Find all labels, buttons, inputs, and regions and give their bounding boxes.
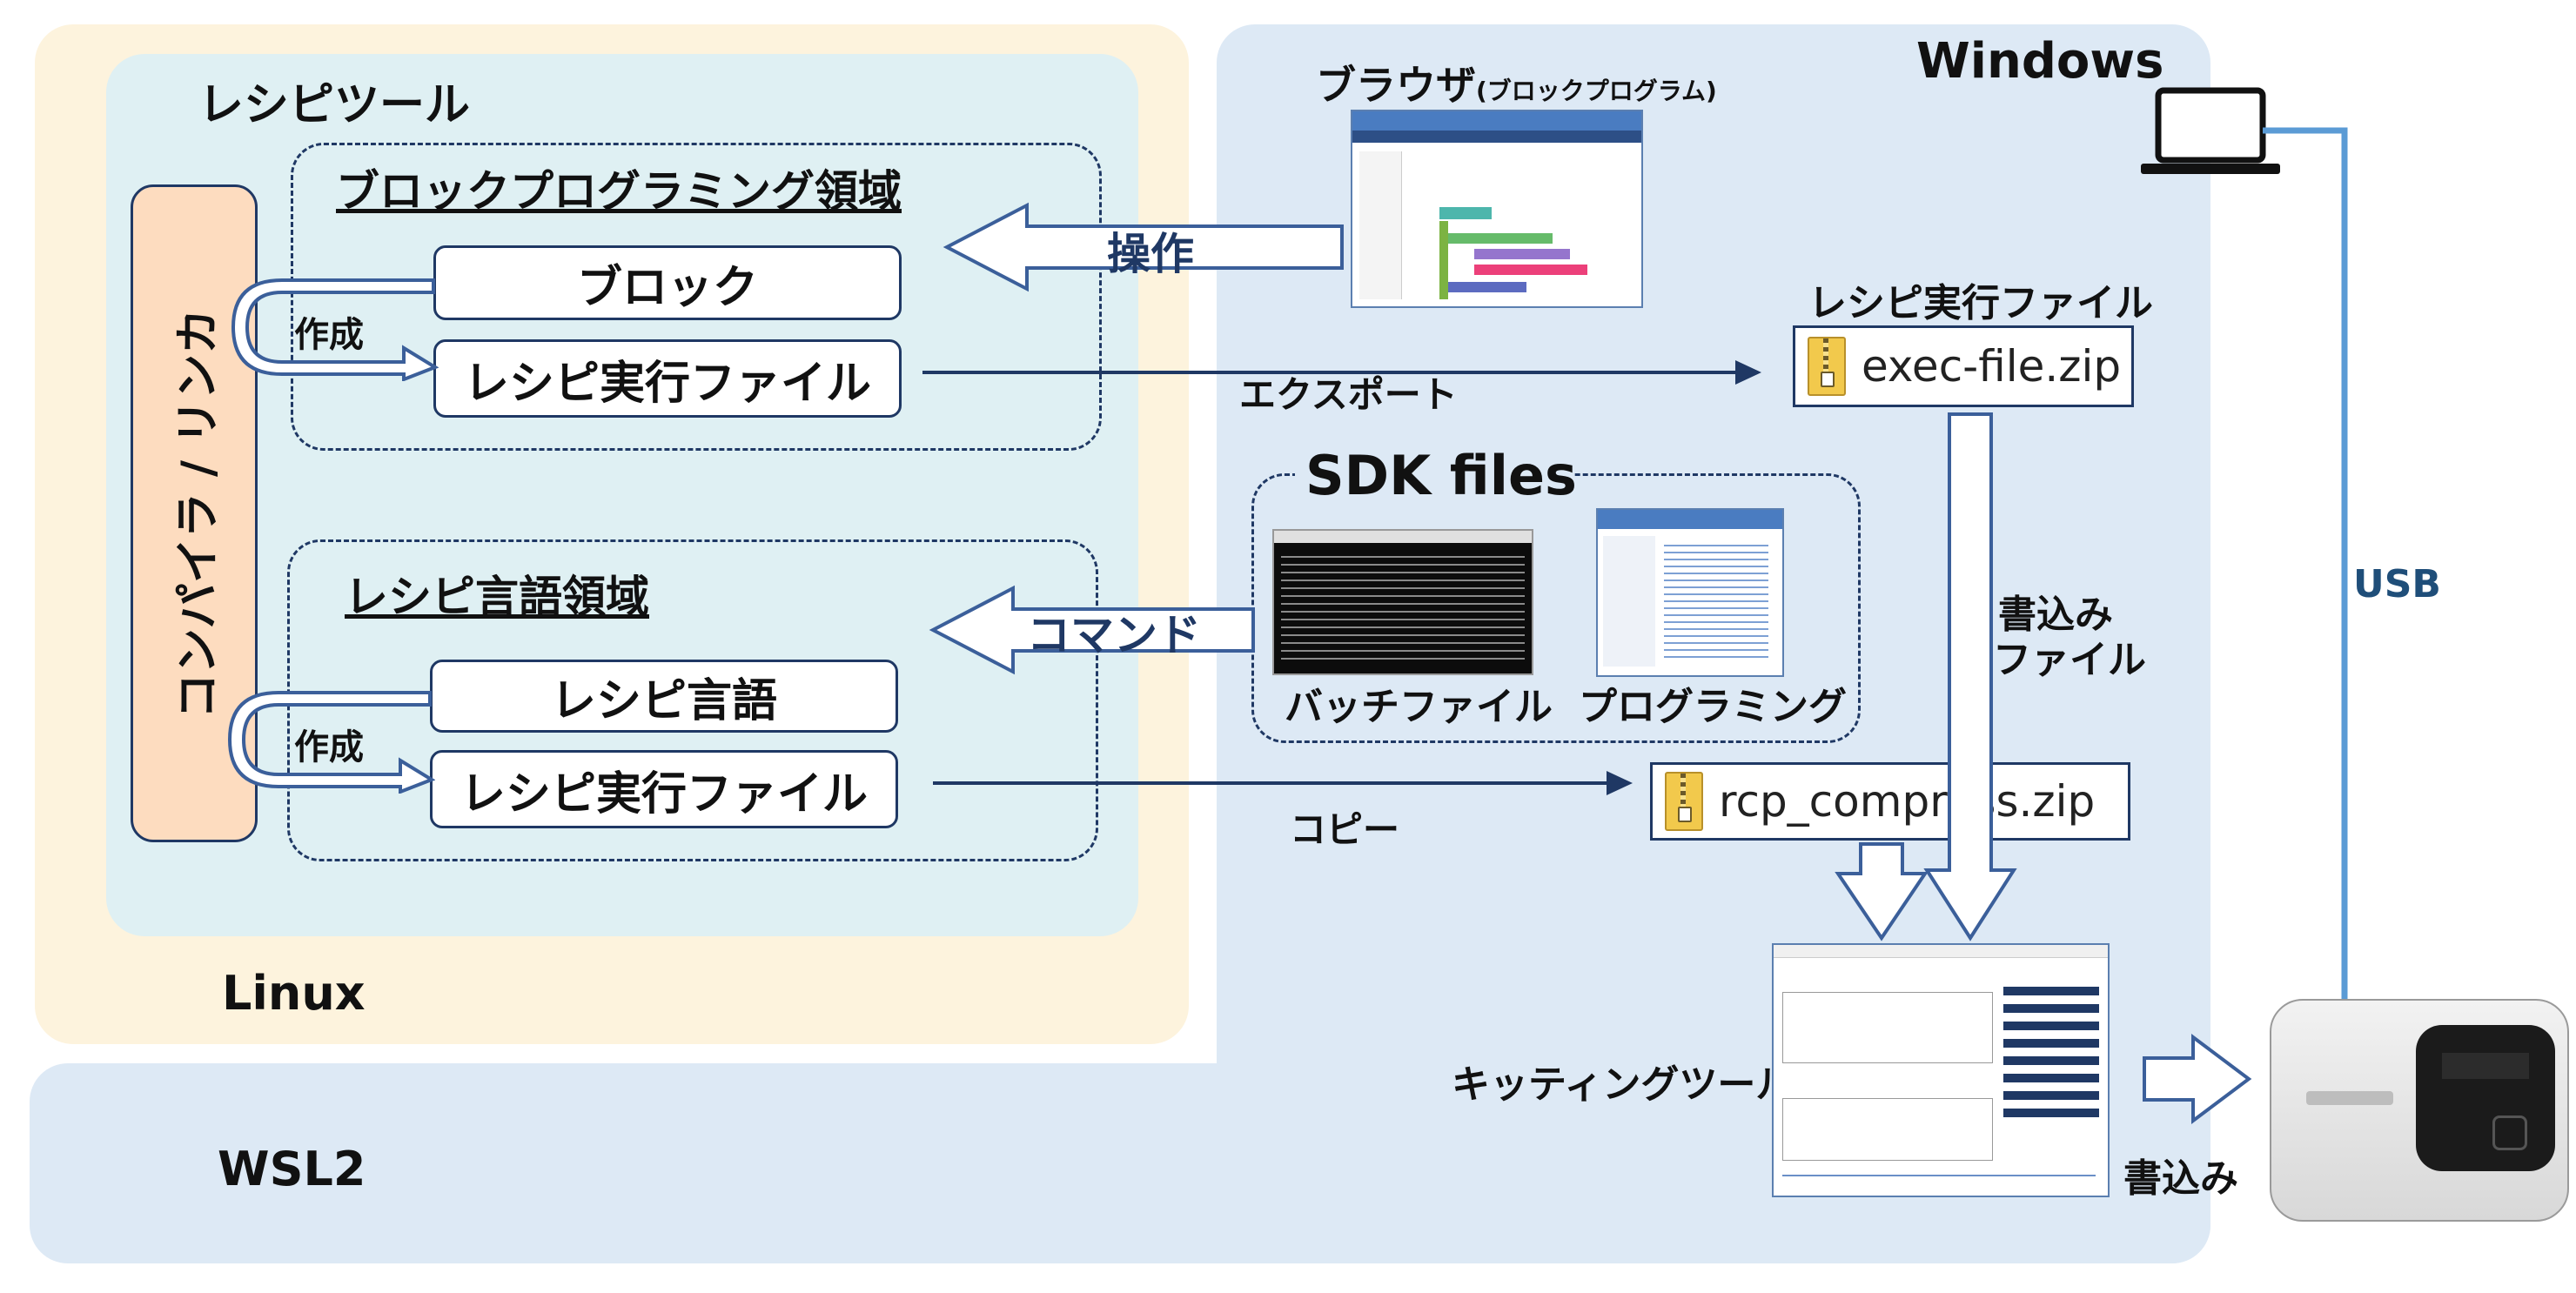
sdk-title-bg bbox=[1295, 442, 1573, 508]
recipe-language-box: レシピ言語 bbox=[430, 660, 898, 733]
write-file-arrow bbox=[1923, 412, 2017, 941]
windows-label: Windows bbox=[1916, 33, 2164, 90]
wsl2-label: WSL2 bbox=[218, 1142, 366, 1196]
zip-file-icon-2 bbox=[1665, 772, 1703, 831]
sdk-files-title: SDK files bbox=[1305, 444, 1577, 507]
export-arrow bbox=[922, 360, 1761, 385]
export-label: エクスポート bbox=[1239, 373, 1458, 416]
rcp-file-name: rcp_compress.zip bbox=[1719, 776, 2096, 827]
linux-label: Linux bbox=[222, 966, 366, 1021]
write-file-label-2: ファイル bbox=[1993, 638, 2146, 682]
lang-exec-file-box: レシピ実行ファイル bbox=[430, 750, 898, 828]
browser-title: ブラウザ bbox=[1316, 62, 1476, 109]
compiler-linker-label: コンパイラ / リンカ bbox=[172, 308, 225, 719]
exec-file-zip: exec-file.zip bbox=[1793, 325, 2134, 407]
rcp-compress-zip: rcp_compress.zip bbox=[1650, 762, 2130, 841]
command-arrow bbox=[929, 585, 1255, 675]
browser-screenshot bbox=[1351, 110, 1643, 308]
batch-file-label: バッチファイル bbox=[1285, 685, 1553, 729]
kitting-tool-screenshot bbox=[1772, 943, 2110, 1197]
block-programming-title: ブロックプログラミング領域 bbox=[336, 166, 902, 217]
batch-file-screenshot bbox=[1272, 529, 1533, 675]
router-device bbox=[2270, 999, 2569, 1222]
block-programming-area bbox=[291, 143, 1102, 451]
programming-screenshot bbox=[1596, 508, 1784, 677]
exec-file-title: レシピ実行ファイル bbox=[1808, 281, 2153, 325]
write-arrow bbox=[2143, 1034, 2252, 1124]
exec-file-name: exec-file.zip bbox=[1862, 341, 2122, 392]
write-file-label-1: 書込み bbox=[1998, 593, 2113, 637]
copy-label: コピー bbox=[1290, 808, 1400, 851]
laptop-icon bbox=[2141, 87, 2280, 174]
copy-arrow bbox=[933, 771, 1633, 795]
usb-line bbox=[2263, 127, 2348, 999]
operation-label: 操作 bbox=[1107, 229, 1194, 279]
device-screen bbox=[2416, 1025, 2555, 1171]
lang-create-label: 作成 bbox=[294, 727, 364, 767]
rcp-down-arrow bbox=[1835, 842, 1929, 941]
block-box: ブロック bbox=[433, 245, 902, 320]
browser-title-row: ブラウザ(ブロックプログラム) bbox=[1316, 54, 1717, 111]
usb-label: USB bbox=[2353, 562, 2441, 606]
operation-arrow bbox=[943, 202, 1344, 292]
lang-create-arrow bbox=[227, 691, 435, 794]
device-logo bbox=[2306, 1091, 2393, 1105]
browser-subtitle: (ブロックプログラム) bbox=[1476, 77, 1717, 105]
block-exec-file-box: レシピ実行ファイル bbox=[433, 339, 902, 418]
kitting-tool-label: キッティングツール bbox=[1452, 1062, 1794, 1107]
write-label: 書込み bbox=[2123, 1156, 2238, 1201]
block-create-arrow bbox=[231, 278, 439, 381]
zip-file-icon bbox=[1808, 337, 1846, 396]
command-label: コマンド bbox=[1027, 610, 1201, 660]
recipe-tool-title: レシピツール bbox=[198, 79, 471, 131]
block-create-label: 作成 bbox=[294, 315, 364, 355]
recipe-language-title: レシピ言語領域 bbox=[345, 572, 649, 622]
programming-label: プログラミング bbox=[1579, 685, 1847, 729]
